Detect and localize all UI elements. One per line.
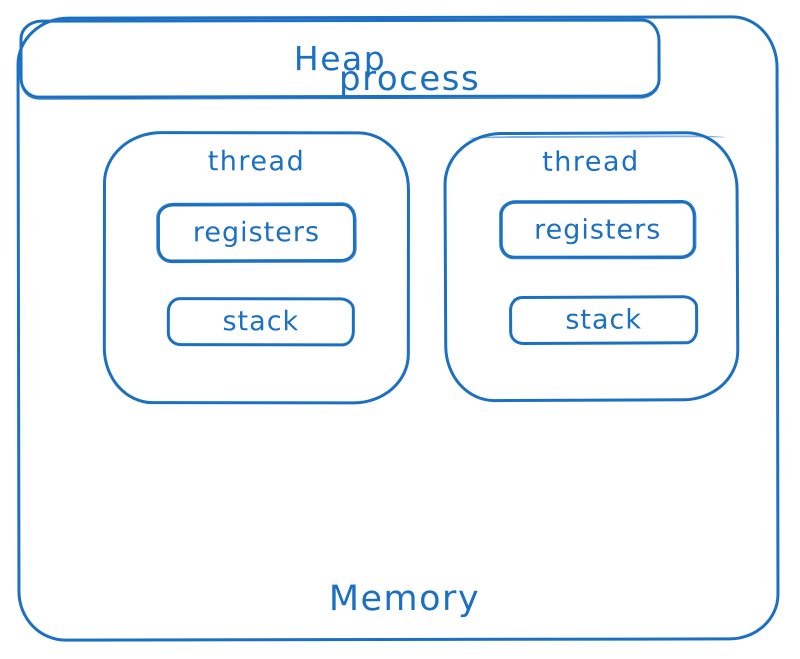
registers-box: registers bbox=[156, 202, 357, 263]
memory-container-box: process thread registers stack thread re… bbox=[16, 15, 780, 642]
thread-label: thread bbox=[542, 146, 640, 178]
thread-box-1: thread registers stack bbox=[102, 131, 411, 405]
stack-label: stack bbox=[222, 306, 300, 338]
stack-box: stack bbox=[166, 297, 355, 347]
registers-label: registers bbox=[534, 214, 662, 246]
stack-box: stack bbox=[509, 295, 699, 346]
registers-label: registers bbox=[192, 217, 321, 249]
stack-label: stack bbox=[565, 304, 643, 336]
memory-label: Memory bbox=[328, 578, 481, 620]
thread-label: thread bbox=[207, 146, 306, 178]
registers-box: registers bbox=[499, 200, 696, 259]
process-label: process bbox=[338, 58, 481, 100]
thread-box-2: thread registers stack bbox=[443, 131, 740, 403]
